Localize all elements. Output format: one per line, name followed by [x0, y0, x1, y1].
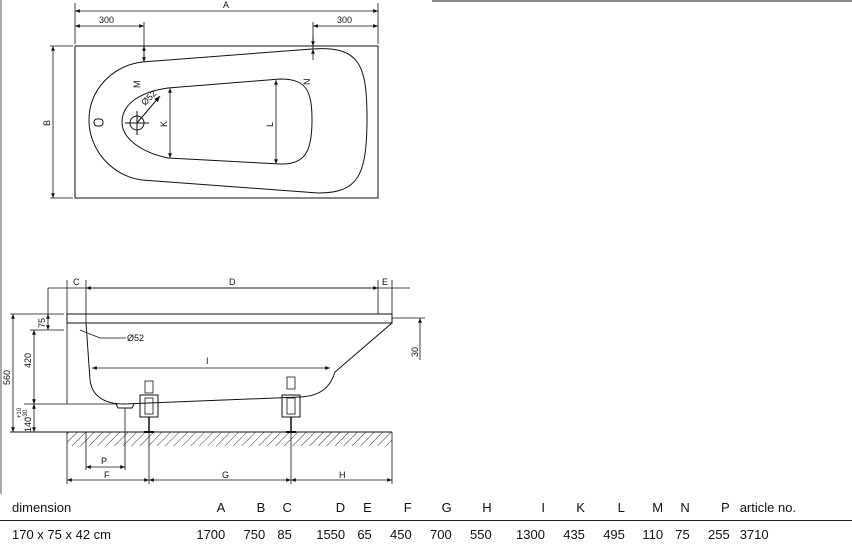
dim-300-right-label: 300: [337, 15, 352, 25]
header-h: H: [452, 494, 492, 521]
header-c: C: [265, 494, 292, 521]
cell-n: 75: [663, 521, 690, 547]
cell-article-no: 3710: [730, 521, 852, 547]
dim-b-label: B: [42, 120, 52, 126]
header-a: A: [172, 494, 225, 521]
drain-diameter-label: Ø52: [139, 88, 158, 107]
side-view: C D E I Ø52 560 75 420 140 +10 −30 30: [2, 277, 425, 484]
header-m: M: [625, 494, 663, 521]
dim-g-label: G: [222, 470, 229, 480]
overflow-slot: [94, 119, 103, 126]
header-i: I: [492, 494, 545, 521]
dim-c-label: C: [73, 277, 80, 287]
dim-k-label: K: [159, 121, 169, 127]
cell-i: 1300: [492, 521, 545, 547]
dim-300-left-label: 300: [99, 15, 114, 25]
technical-drawing: Ø52 A 300 300 B M N K L: [0, 0, 852, 494]
cell-b: 750: [225, 521, 265, 547]
cell-m: 110: [625, 521, 663, 547]
dim-a-label: A: [223, 0, 229, 10]
cell-l: 495: [585, 521, 625, 547]
dim-minus30-label: −30: [23, 409, 29, 420]
dim-420-label: 420: [23, 353, 33, 368]
dimension-table: dimension A B C D E F G H I K L M N P ar…: [0, 494, 852, 547]
dim-m-label: M: [132, 81, 142, 89]
cell-a: 1700: [172, 521, 225, 547]
header-l: L: [585, 494, 625, 521]
dim-30-label: 30: [410, 347, 420, 357]
cell-k: 435: [545, 521, 585, 547]
support-foot-left: [140, 381, 158, 432]
header-article-no: article no.: [730, 494, 852, 521]
header-k: K: [545, 494, 585, 521]
floor-hatch: [67, 432, 392, 446]
cell-g: 700: [412, 521, 452, 547]
header-f: F: [372, 494, 412, 521]
dim-i-label: I: [206, 356, 209, 366]
dim-n-label: N: [302, 79, 312, 86]
cell-f: 450: [372, 521, 412, 547]
cell-e: 65: [345, 521, 372, 547]
header-n: N: [663, 494, 690, 521]
dim-f-label: F: [104, 470, 110, 480]
table-header-row: dimension A B C D E F G H I K L M N P ar…: [0, 494, 852, 521]
cell-c: 85: [265, 521, 292, 547]
header-g: G: [412, 494, 452, 521]
overflow-diameter-label: Ø52: [127, 333, 144, 343]
top-view: Ø52 A 300 300 B M N K L: [42, 0, 378, 198]
header-e: E: [345, 494, 372, 521]
cell-dimension: 170 x 75 x 42 cm: [0, 521, 172, 547]
dim-75-label: 75: [37, 318, 47, 328]
tub-rim: [67, 314, 392, 323]
cell-d: 1550: [292, 521, 345, 547]
dim-h-label: H: [339, 470, 346, 480]
header-d: D: [292, 494, 345, 521]
support-foot-right: [282, 377, 300, 432]
dim-560-label: 560: [2, 370, 12, 385]
table-row: 170 x 75 x 42 cm 1700 750 85 1550 65 450…: [0, 521, 852, 547]
header-b: B: [225, 494, 265, 521]
dim-l-label: L: [265, 122, 275, 127]
cell-h: 550: [452, 521, 492, 547]
dim-d-label: D: [229, 277, 236, 287]
dim-p-label: P: [101, 456, 107, 466]
header-dimension: dimension: [0, 494, 172, 521]
header-p: P: [690, 494, 730, 521]
cell-p: 255: [690, 521, 730, 547]
dim-e-label: E: [382, 277, 388, 287]
